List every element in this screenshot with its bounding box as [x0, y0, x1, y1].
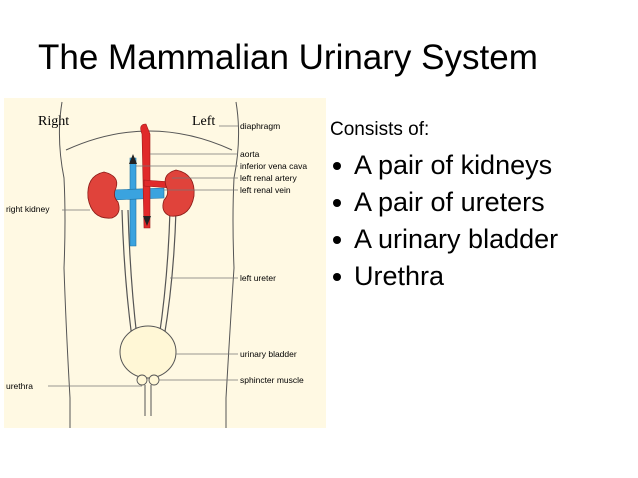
urethra-tube	[144, 385, 152, 416]
urethra-label: urethra	[6, 381, 33, 391]
right-kidney-shape	[87, 171, 120, 219]
bullet-text: A urinary bladder	[354, 224, 559, 254]
right-kidney-label: right kidney	[6, 204, 50, 214]
bullet-item: Urethra	[330, 258, 630, 295]
leader-lines	[48, 125, 238, 387]
right-ureter	[121, 209, 133, 339]
left-renal-artery-label: left renal artery	[240, 173, 297, 183]
left-kidney-shape	[162, 169, 195, 217]
sphincter-left	[136, 374, 148, 386]
bullet-dot	[333, 199, 341, 207]
bullet-dot	[333, 236, 341, 244]
right-ureter-inner	[127, 209, 138, 339]
bullet-text: A pair of ureters	[354, 187, 545, 217]
aorta-label: aorta	[240, 149, 260, 159]
bullet-list: A pair of kidneys A pair of ureters A ur…	[330, 147, 630, 295]
slide-title: The Mammalian Urinary System	[38, 38, 538, 77]
bullet-dot	[333, 273, 341, 281]
bullet-dot	[333, 162, 341, 170]
bullet-text: Urethra	[354, 261, 445, 291]
sphincter-right	[148, 374, 160, 386]
urinary-bladder-label: urinary bladder	[240, 349, 297, 359]
aorta-arrow	[143, 216, 151, 226]
left-side-label: Left	[192, 114, 216, 129]
bladder-shape	[119, 325, 177, 379]
bullet-item: A pair of kidneys	[330, 147, 630, 184]
renal-veins-shape	[111, 187, 165, 201]
left-renal-vein-label: left renal vein	[240, 185, 291, 195]
inferior-vena-cava-label: inferior vena cava	[240, 161, 308, 171]
urinary-system-diagram: Right Left diaphragm aorta inferior vena…	[4, 98, 326, 428]
body-outline-right	[58, 101, 71, 428]
text-panel: Consists of: A pair of kidneys A pair of…	[330, 118, 630, 295]
vena-cava-arrow	[129, 154, 137, 164]
bullet-item: A pair of ureters	[330, 184, 630, 221]
left-ureter-label: left ureter	[240, 273, 276, 283]
left-ureter-line	[163, 209, 177, 339]
sphincter-muscle-label: sphincter muscle	[240, 375, 304, 385]
bullet-item: A urinary bladder	[330, 221, 630, 258]
vena-cava-shape	[129, 157, 137, 247]
left-ureter-inner	[158, 209, 171, 339]
bullet-text: A pair of kidneys	[354, 150, 553, 180]
body-outline-left	[225, 101, 240, 428]
diagram-illustration	[4, 98, 326, 428]
right-side-label: Right	[38, 114, 70, 129]
diaphragm-label: diaphragm	[240, 121, 281, 131]
intro-text: Consists of:	[330, 119, 430, 140]
aorta-shape	[140, 123, 151, 229]
